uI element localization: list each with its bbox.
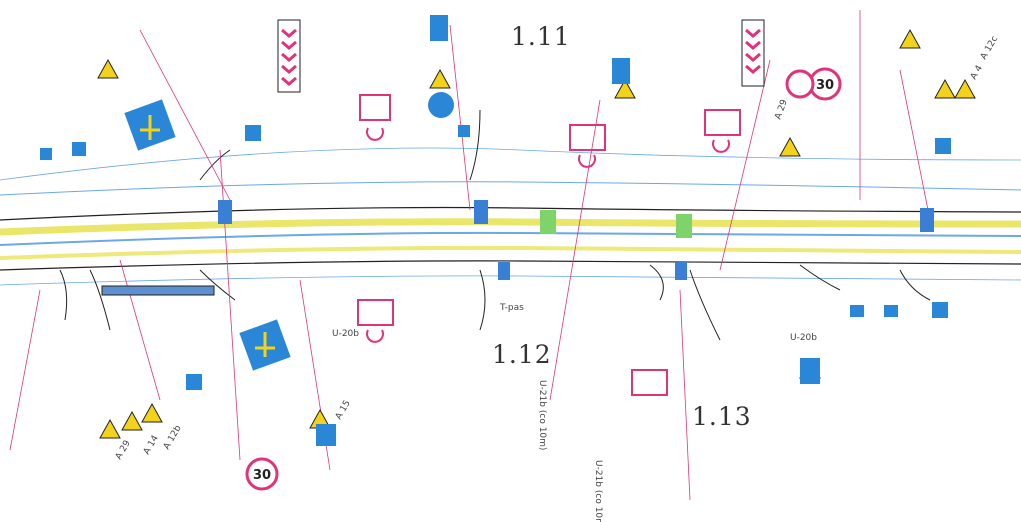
segment-label-1-12: 1.12: [492, 340, 552, 369]
svg-text:U-21b (co 10m): U-21b (co 10m): [593, 460, 603, 522]
svg-text:A 29: A 29: [773, 98, 789, 121]
side-roads: [59, 109, 931, 341]
chevron-board-right: [741, 19, 765, 87]
svg-text:A 12b: A 12b: [162, 424, 184, 452]
chevron-board-left: [277, 19, 301, 93]
info-signs: [40, 15, 951, 446]
mandatory-turn-sign: [428, 92, 454, 118]
svg-text:A 12c: A 12c: [979, 34, 1000, 61]
direction-sign-bottom: [239, 319, 291, 371]
svg-text:A 4: A 4: [969, 63, 985, 81]
segment-label-1-13: 1.13: [692, 402, 752, 431]
svg-text:30: 30: [253, 468, 271, 483]
speed-limit-sign-top: 30: [808, 67, 842, 101]
svg-text:A 15: A 15: [334, 399, 353, 422]
main-road: [0, 147, 1021, 286]
svg-text:U-20b: U-20b: [332, 329, 359, 339]
svg-text:A 29: A 29: [114, 439, 133, 462]
prohibition-sign: [785, 69, 815, 99]
barrier-signs: [357, 94, 741, 396]
intersection-markers: [218, 200, 934, 280]
segment-label-1-11: 1.11: [511, 22, 571, 51]
svg-text:T-pas: T-pas: [499, 303, 524, 313]
speed-limit-sign-bottom: 30: [245, 457, 279, 491]
direction-sign-top: [124, 99, 176, 151]
svg-text:A 14: A 14: [142, 434, 161, 457]
closure-bar: [101, 285, 215, 296]
svg-text:30: 30: [816, 78, 834, 93]
svg-text:U-21b (co 10m): U-21b (co 10m): [537, 380, 547, 450]
svg-text:U-20b: U-20b: [790, 333, 817, 343]
